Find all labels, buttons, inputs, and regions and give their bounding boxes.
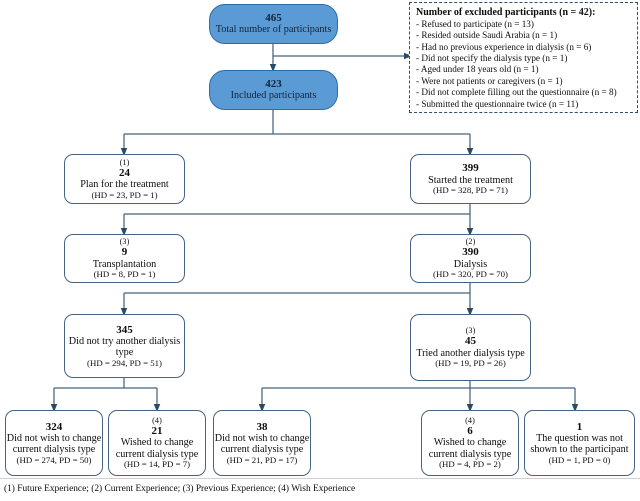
node-breakdown: (HD = 328, PD = 71) [433, 184, 508, 195]
excluded-item: - Did not specify the dialysis type (n =… [416, 53, 568, 64]
node-number: 45 [465, 335, 476, 348]
node-tag: (3) [465, 326, 476, 336]
excluded-item: - Refused to participate (n = 13) [416, 19, 534, 29]
node-number: 399 [462, 162, 479, 175]
excluded-title: Number of excluded participants (n = 42)… [416, 7, 596, 18]
node-number: 21 [151, 425, 163, 438]
node-number: 324 [45, 420, 63, 433]
node-question-not-shown[interactable]: 1 The question was not shown to the part… [524, 410, 635, 476]
excluded-item: - Had no previous experience in dialysis… [416, 41, 592, 52]
node-number: 345 [116, 323, 133, 336]
node-number: 1 [576, 420, 583, 433]
node-label: Tried another dialysis type [416, 347, 525, 359]
node-tag: (4) [465, 415, 475, 425]
node-label: Plan for the treatment [80, 179, 169, 191]
node-label: Did not wish to change current dialysis … [214, 432, 310, 456]
node-number: 38 [256, 420, 268, 433]
node-label: Total number of participants [215, 24, 332, 36]
node-breakdown: (HD = 14, PD = 7) [123, 459, 191, 470]
node-label: Transplantation [92, 258, 157, 270]
node-breakdown: (HD = 8, PD = 1) [93, 269, 156, 280]
node-number: 423 [265, 78, 282, 91]
node-breakdown: (HD = 294, PD = 51) [87, 357, 162, 368]
node-label: Started the treatment [428, 174, 513, 186]
node-label: Wished to change current dialysis type [428, 437, 512, 460]
node-no-wish-324[interactable]: 324 Did not wish to change current dialy… [5, 410, 103, 476]
excluded-item: - Submitted the questionnaire twice (n =… [416, 98, 579, 109]
node-tag: (4) [152, 415, 162, 425]
node-number: 6 [467, 425, 473, 438]
node-total-participants[interactable]: 465 Total number of participants [209, 4, 338, 44]
node-breakdown: (HD = 4, PD = 2) [439, 459, 501, 470]
node-breakdown: (HD = 21, PD = 17) [226, 454, 298, 465]
node-included-participants[interactable]: 423 Included participants [209, 70, 338, 110]
node-transplantation[interactable]: (3) 9 Transplantation (HD = 8, PD = 1) [64, 234, 185, 283]
footer-divider [0, 478, 640, 479]
excluded-item: - Aged under 18 years old (n = 1) [416, 64, 539, 75]
node-label: Did not try another dialysis type [68, 335, 181, 359]
node-wish-6[interactable]: (4) 6 Wished to change current dialysis … [421, 410, 519, 476]
node-number: 24 [119, 166, 130, 179]
node-breakdown: (HD = 23, PD = 1) [91, 189, 158, 200]
node-started-treatment[interactable]: 399 Started the treatment (HD = 328, PD … [410, 154, 531, 204]
excluded-item: - Did not complete filling out the quest… [416, 87, 617, 98]
node-tried-another[interactable]: (3) 45 Tried another dialysis type (HD =… [410, 314, 531, 381]
node-dialysis[interactable]: (2) 390 Dialysis (HD = 320, PD = 70) [410, 234, 531, 283]
node-label: Did not wish to change current dialysis … [6, 432, 102, 456]
node-tag: (1) [119, 157, 130, 167]
node-tag: (2) [465, 237, 476, 247]
node-wish-21[interactable]: (4) 21 Wished to change current dialysis… [108, 410, 206, 476]
node-number: 465 [265, 12, 282, 25]
node-label: The question was not shown to the partic… [530, 432, 629, 456]
node-label: Wished to change current dialysis type [115, 437, 199, 460]
node-breakdown: (HD = 1, PD = 0) [548, 454, 611, 465]
node-breakdown: (HD = 274, PD = 50) [16, 454, 92, 465]
node-label: Included participants [230, 90, 317, 102]
excluded-list: - Refused to participate (n = 13) - Resi… [416, 19, 632, 110]
excluded-item: - Resided outside Saudi Arabia (n = 1) [416, 30, 558, 41]
node-number: 9 [121, 246, 128, 259]
excluded-participants-box: Number of excluded participants (n = 42)… [409, 2, 638, 113]
node-tag: (3) [119, 237, 130, 247]
node-plan-for-treatment[interactable]: (1) 24 Plan for the treatment (HD = 23, … [64, 154, 185, 204]
node-breakdown: (HD = 19, PD = 26) [435, 358, 506, 369]
excluded-item: - Were not patients or caregivers (n = 1… [416, 75, 563, 86]
node-label: Dialysis [453, 258, 488, 270]
legend-footnote: (1) Future Experience; (2) Current Exper… [4, 484, 356, 494]
node-number: 390 [462, 246, 479, 259]
node-did-not-try-another[interactable]: 345 Did not try another dialysis type (H… [64, 314, 185, 378]
node-breakdown: (HD = 320, PD = 70) [433, 269, 508, 280]
node-no-wish-38[interactable]: 38 Did not wish to change current dialys… [213, 410, 311, 476]
